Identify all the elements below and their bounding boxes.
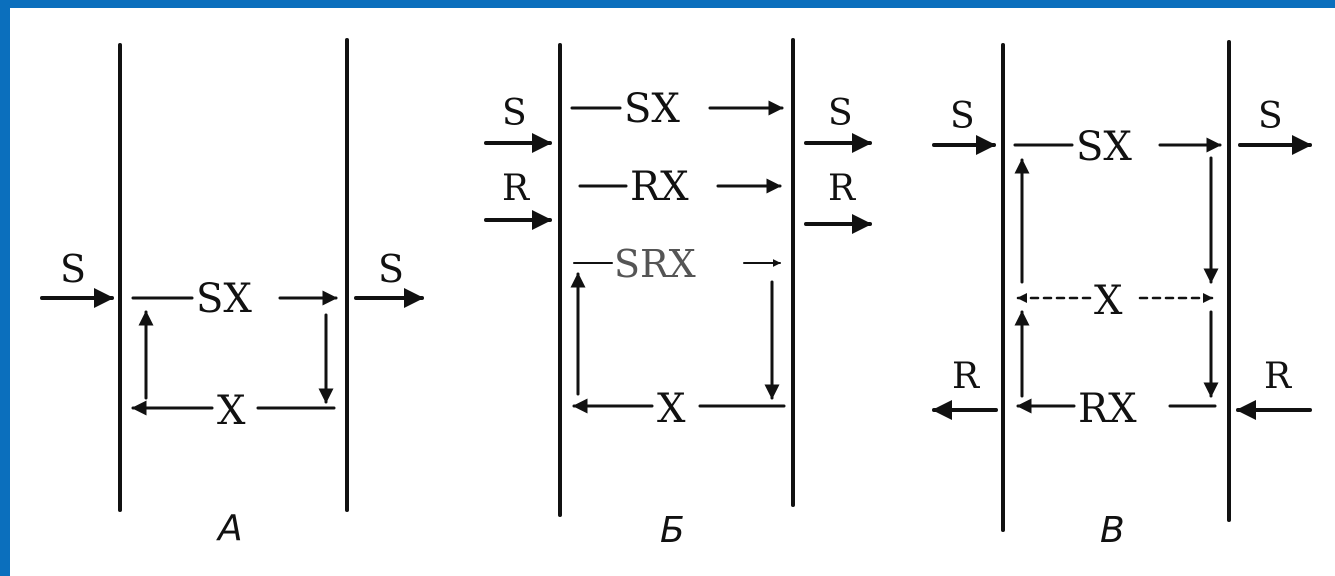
output-s-label: S	[378, 247, 404, 291]
complex-rx-label: RX	[630, 164, 689, 210]
complex-sx-label: SX	[196, 276, 252, 322]
complex-sx-label: SX	[1076, 124, 1132, 170]
panel-c: S S SX X RX R R В	[932, 40, 1312, 551]
carrier-x-label: X	[1094, 278, 1123, 324]
panel-b: S R S R SX RX SRX X Б	[484, 38, 872, 551]
panel-c-caption: В	[1100, 510, 1125, 551]
diagram-canvas: S S SX X А S R S R SX RX SRX	[10, 8, 1335, 576]
complex-srx-label: SRX	[614, 242, 696, 286]
carrier-x-label: X	[657, 386, 686, 432]
transport-diagram: S S SX X А S R S R SX RX SRX	[40, 38, 1312, 551]
input-r-label: R	[502, 168, 530, 209]
output-s-label: S	[828, 93, 853, 134]
input-s-label: S	[950, 96, 975, 137]
panel-a-caption: А	[216, 508, 243, 549]
complex-rx-label: RX	[1078, 386, 1137, 432]
panel-b-caption: Б	[660, 510, 685, 551]
input-r-label: R	[1264, 356, 1292, 397]
input-s-label: S	[502, 93, 527, 134]
input-s-label: S	[60, 247, 86, 291]
complex-sx-label: SX	[624, 86, 680, 132]
output-r-label: R	[828, 168, 856, 209]
panel-a: S S SX X А	[40, 38, 424, 549]
output-r-label: R	[952, 356, 980, 397]
carrier-x-label: X	[217, 388, 246, 434]
output-s-label: S	[1258, 96, 1283, 137]
